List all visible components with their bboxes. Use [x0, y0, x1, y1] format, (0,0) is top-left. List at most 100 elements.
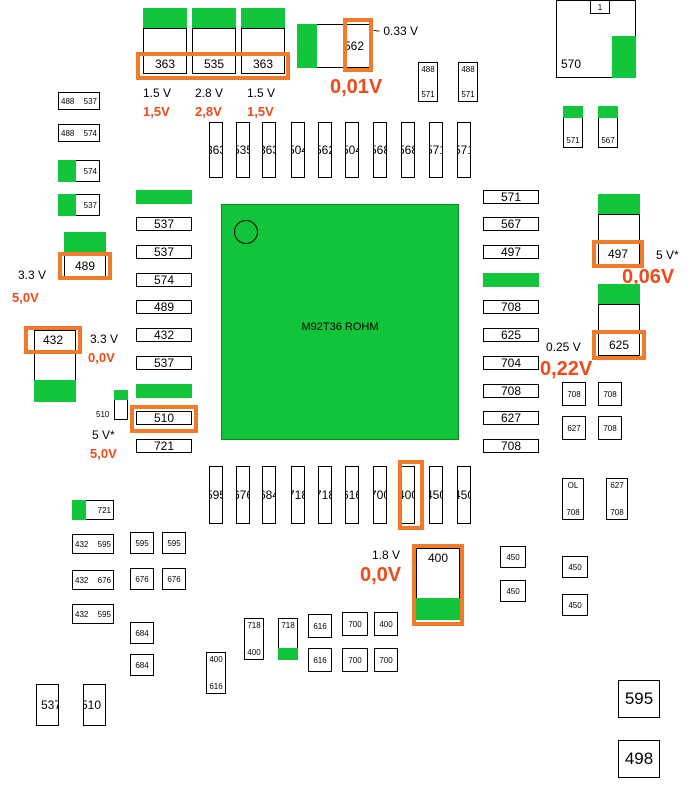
highlight-625: [592, 330, 646, 360]
voltage-5a: 5 V*: [92, 428, 115, 442]
cap-432-label-box: 432: [42, 333, 64, 347]
smd-450-d: 450: [562, 594, 588, 616]
left-pin-green-2: [136, 384, 192, 398]
bottom-pin-label: 718: [319, 488, 331, 502]
right-pin-497: 497: [483, 245, 539, 259]
smd-595-a: 595: [130, 532, 154, 554]
top-pin-363-2: 363: [262, 122, 276, 178]
highlight-400-pin: [398, 460, 424, 530]
measured-00b: 0,0V: [360, 564, 402, 586]
bottom-pin-label: 400: [402, 488, 414, 502]
smd-700-b: 700: [342, 648, 368, 672]
pad-510s-green: [114, 390, 128, 400]
measured-001: 0,01V: [330, 76, 383, 98]
cap-363b: 363: [241, 28, 285, 74]
pad-570-green: [612, 36, 636, 78]
bottom-pin-718-4: 718: [318, 466, 332, 524]
cap-363a-label: 363: [154, 57, 176, 71]
bottom-pin-684-2: 684: [262, 466, 276, 524]
bottom-pin-label: 684: [263, 488, 275, 502]
right-pin-567: 567: [483, 217, 539, 231]
measured-28: 2,8V: [195, 104, 222, 119]
bottom-pin-616-5: 616: [345, 466, 359, 524]
cap-625-label-box: 625: [608, 338, 630, 352]
pad-432-green: [34, 380, 76, 402]
smd-627-g3: 627: [562, 416, 586, 440]
measured-00a: 0,0V: [88, 350, 115, 365]
smd-450-b: 450: [500, 580, 526, 602]
smd-450-c: 450: [562, 556, 588, 578]
bottom-pin-595-0: 595: [209, 466, 223, 524]
voltage-15a: 1.5 V: [143, 86, 172, 100]
top-pin-562-4: 562: [318, 122, 332, 178]
smd-676-a: 676: [130, 568, 154, 590]
left-pin-537a: 537: [136, 217, 192, 231]
right-pin-green: [483, 273, 539, 287]
top-pin-535-1: 535: [236, 122, 250, 178]
highlight-510: [130, 405, 198, 433]
pad-363b-green: [241, 8, 285, 28]
smd-684-a: 684: [130, 622, 154, 644]
component-595: 595: [618, 680, 660, 718]
label-510-small: 510: [96, 410, 110, 419]
measured-006: 0,06V: [622, 266, 675, 288]
chip-label: M92T36 ROHM: [301, 321, 379, 333]
top-pin-label: 504: [346, 143, 358, 157]
measured-50b: 5,0V: [90, 446, 117, 461]
pad-562-green: [297, 24, 317, 68]
left-pin-432: 432: [136, 328, 192, 342]
highlight-489: [58, 252, 112, 280]
left-pin-537c: 537: [136, 356, 192, 370]
top-pin-label: 562: [319, 143, 331, 157]
voltage-33a: 3.3 V: [18, 268, 47, 282]
smd-450-a: 450: [500, 546, 526, 568]
right-pin-708a: 708: [483, 300, 539, 314]
bottom-pin-label: 616: [346, 488, 358, 502]
pad-535-green: [192, 8, 236, 28]
bottom-pin-718-3: 718: [291, 466, 305, 524]
voltage-28: 2.8 V: [195, 86, 224, 100]
left-pin-574: 574: [136, 273, 192, 287]
smd-616-b: 616: [308, 648, 332, 672]
pad-489-green: [64, 232, 106, 252]
cap-535-label: 535: [203, 57, 225, 71]
smd-616-a: 616: [308, 614, 332, 638]
right-pin-708c: 708: [483, 439, 539, 453]
measured-15a: 1,5V: [143, 104, 170, 119]
component-570-tab: 1: [590, 0, 610, 14]
top-pin-label: 568: [374, 143, 386, 157]
pad-400-green: [416, 598, 460, 620]
highlight-497: [592, 240, 644, 268]
component-498: 498: [618, 740, 660, 778]
top-pin-label: 571: [458, 143, 470, 157]
bottom-pin-label: 595: [210, 488, 222, 502]
cap-489-label-box: 489: [74, 259, 96, 273]
bottom-pin-label: 700: [374, 488, 386, 502]
right-pin-571: 571: [483, 190, 539, 204]
pad-537-510-green: [58, 684, 84, 726]
voltage-025: 0.25 V: [546, 340, 581, 354]
pad-721-green: [72, 500, 86, 520]
bottom-pin-700-6: 700: [373, 466, 387, 524]
top-pin-568-7: 568: [401, 122, 415, 178]
cap-535: 535: [192, 28, 236, 74]
top-pin-label: 535: [237, 143, 249, 157]
measured-15b: 1,5V: [247, 104, 274, 119]
voltage-5b: 5 V*: [656, 248, 679, 262]
bottom-pin-450-8: 450: [429, 466, 443, 524]
pad-497-green: [598, 194, 640, 214]
highlight-432: [24, 326, 82, 354]
top-pin-504-3: 504: [291, 122, 305, 178]
right-pin-704: 704: [483, 356, 539, 370]
voltage-15b: 1.5 V: [247, 86, 276, 100]
top-pin-label: 504: [292, 143, 304, 157]
right-pin-625: 625: [483, 328, 539, 342]
